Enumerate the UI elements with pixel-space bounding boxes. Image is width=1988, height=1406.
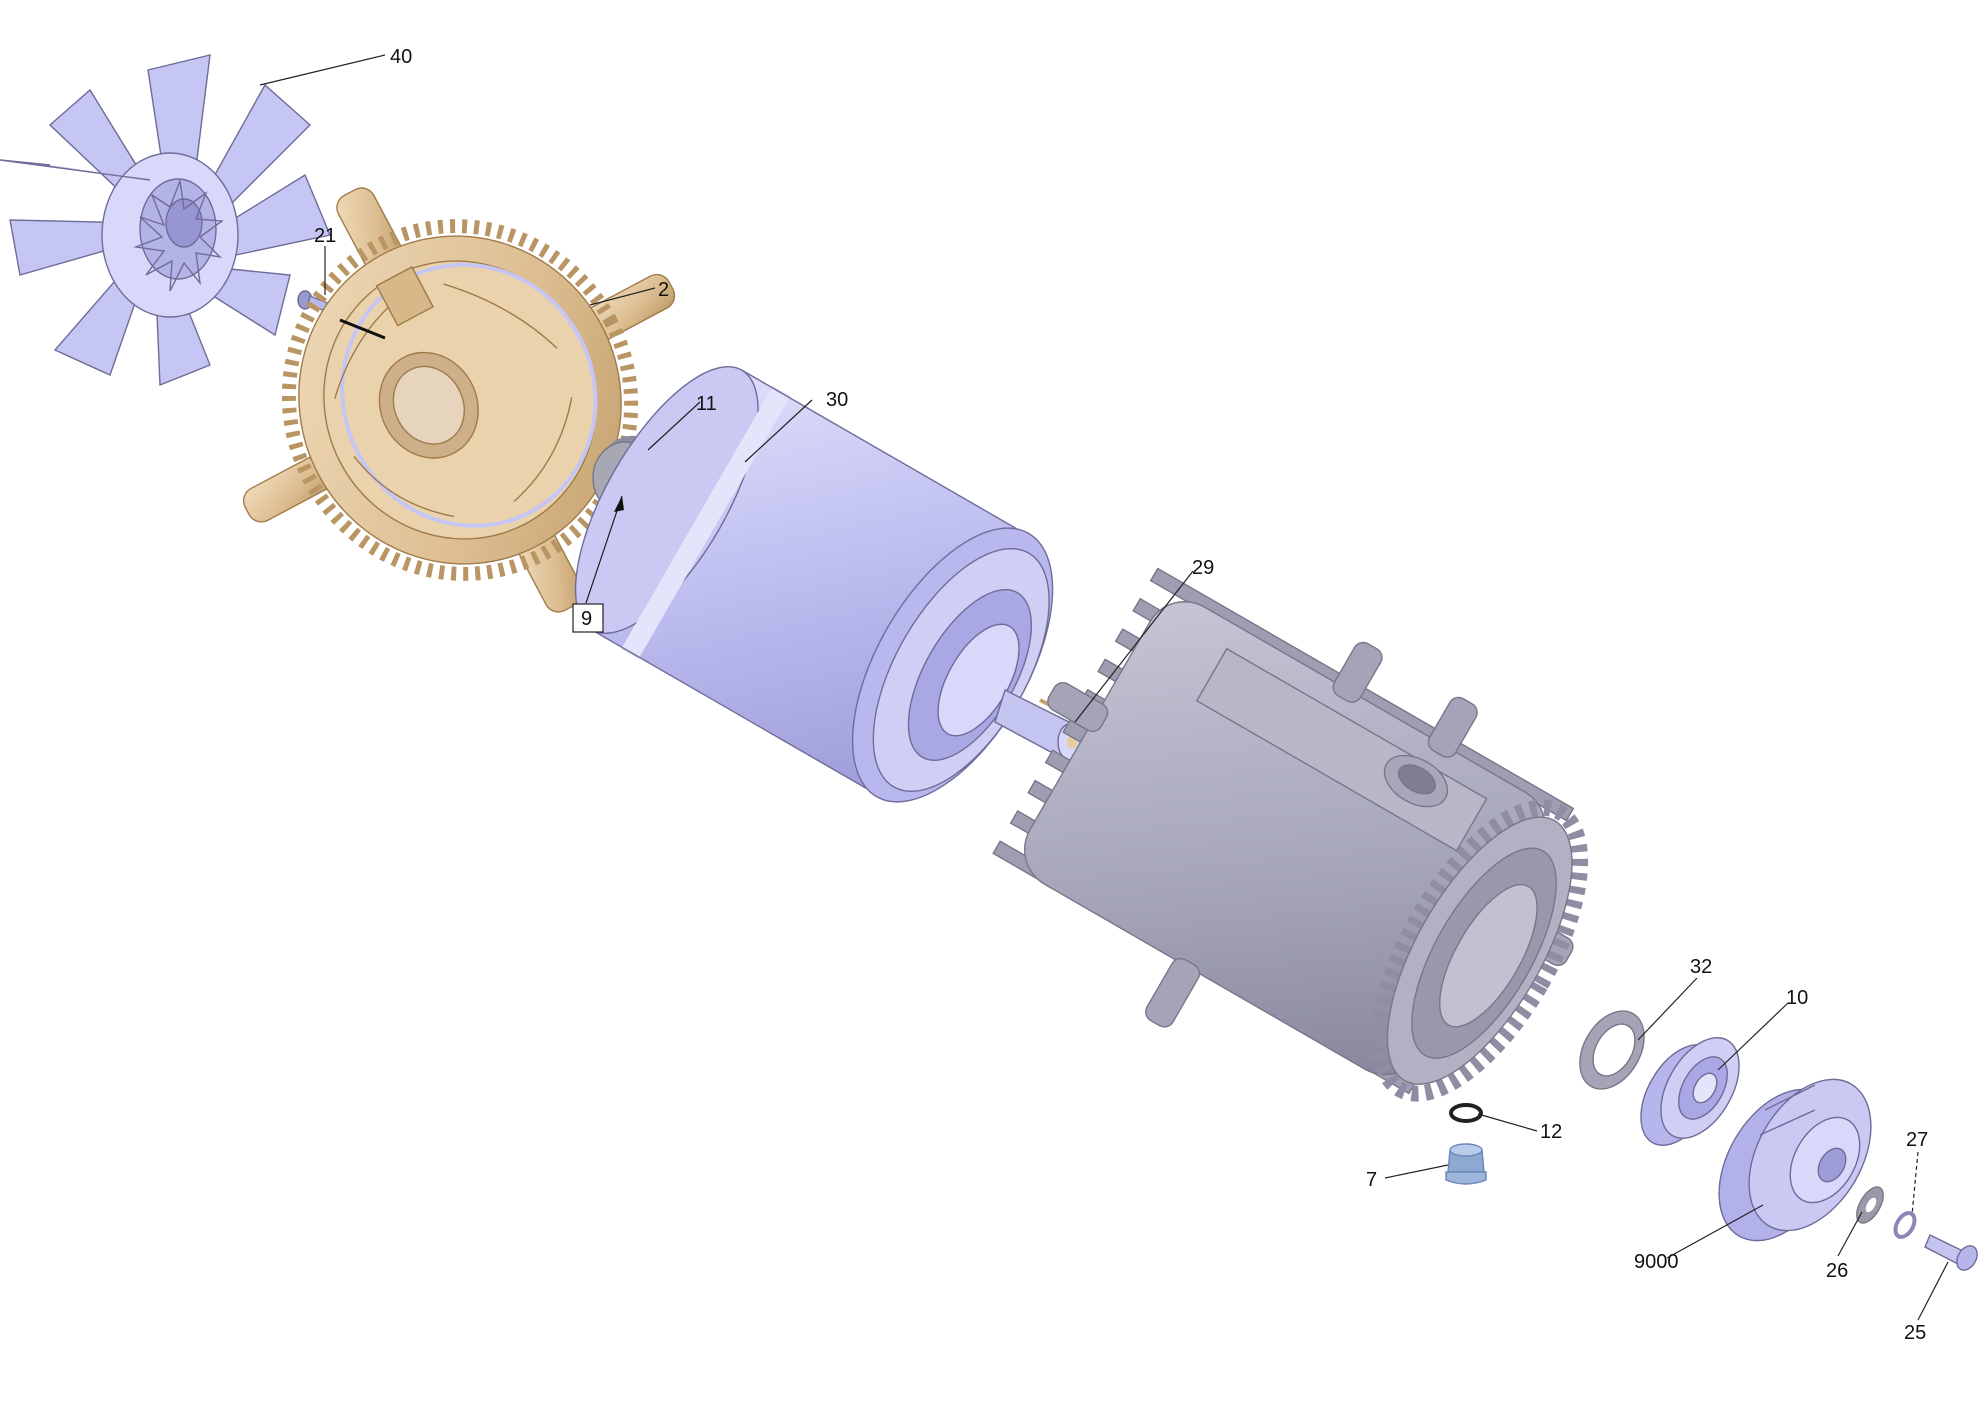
seal-ring-part <box>1579 1010 1645 1090</box>
eccentric-part <box>1718 1078 1872 1242</box>
callout-labels: 40 21 2 11 30 9 29 32 10 12 7 9000 26 27… <box>314 46 1928 1344</box>
callout-29: 29 <box>1192 557 1214 579</box>
callout-12: 12 <box>1540 1121 1562 1143</box>
callout-9000: 9000 <box>1634 1251 1679 1273</box>
washer-part <box>1856 1186 1884 1224</box>
fan-part <box>0 54 331 387</box>
end-shield-part <box>242 187 676 613</box>
pump-housing-part <box>992 567 1589 1102</box>
callout-30: 30 <box>826 389 848 411</box>
leader-lines <box>259 54 1949 1321</box>
callout-26: 26 <box>1826 1260 1848 1282</box>
bolt-part <box>1924 1234 1978 1271</box>
callout-9-box <box>572 603 604 633</box>
callout-11: 11 <box>696 393 717 415</box>
callout-32: 32 <box>1690 956 1712 978</box>
callout-9: 9 <box>581 608 592 630</box>
callout-7: 7 <box>1366 1169 1377 1191</box>
callout-25: 25 <box>1904 1322 1926 1344</box>
callout-10: 10 <box>1786 987 1808 1009</box>
gasket-part <box>1449 1103 1483 1123</box>
spring-washer-part <box>1893 1211 1917 1239</box>
callout-21: 21 <box>314 225 336 247</box>
callout-27: 27 <box>1906 1129 1928 1151</box>
drain-plug-part <box>1445 1143 1487 1185</box>
ball-bearing-part <box>1640 1037 1740 1146</box>
motor-rotor-part <box>574 365 1083 803</box>
callout-40: 40 <box>390 46 412 68</box>
callout-2: 2 <box>658 279 669 301</box>
